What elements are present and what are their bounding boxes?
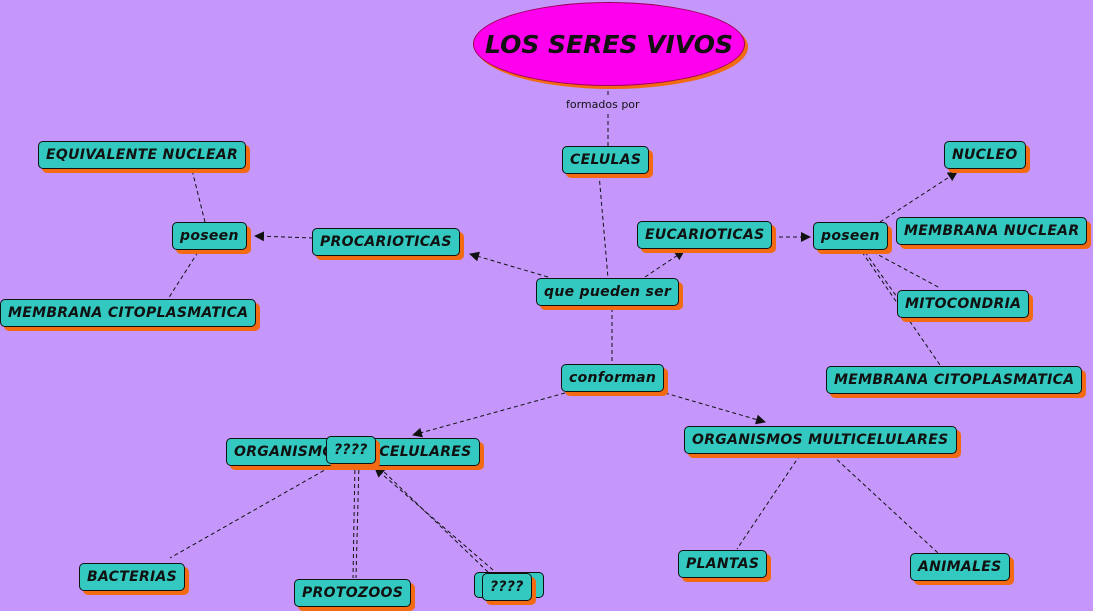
node-equivalente-nuclear[interactable]: EQUIVALENTE NUCLEAR bbox=[38, 141, 247, 169]
node-eucarioticas[interactable]: EUCARIOTICAS bbox=[637, 221, 773, 249]
node-bacterias[interactable]: BACTERIAS bbox=[79, 563, 186, 591]
node-animales[interactable]: ANIMALES bbox=[910, 553, 1010, 581]
root-concept-title-text: LOS SERES VIVOS bbox=[485, 29, 733, 59]
node-conforman[interactable]: conforman bbox=[561, 364, 665, 392]
link-unknown-bottom-b bbox=[379, 467, 489, 573]
link-quepueden-procarioticas bbox=[469, 251, 549, 278]
link-multicelulares-plantas bbox=[736, 454, 801, 550]
node-procarioticas[interactable]: PROCARIOTICAS bbox=[312, 228, 460, 256]
node-nucleo[interactable]: NUCLEO bbox=[944, 141, 1026, 169]
node-plantas[interactable]: PLANTAS bbox=[678, 550, 768, 578]
node-que-pueden-ser[interactable]: que pueden ser bbox=[536, 278, 680, 306]
link-poseen-membranacito bbox=[167, 251, 199, 300]
root-concept-title[interactable]: LOS SERES VIVOS bbox=[473, 2, 745, 86]
node-membrana-citoplasmatica-left[interactable]: MEMBRANA CITOPLASMATICA bbox=[0, 299, 257, 327]
link-label-formados-por: formados por bbox=[566, 98, 640, 111]
link-conforman-unicelulares bbox=[412, 392, 566, 438]
link-poseen-membrananuclear bbox=[872, 251, 941, 289]
link-quepueden-eucarioticas bbox=[644, 250, 685, 278]
node-mitocondria[interactable]: MITOCONDRIA bbox=[897, 290, 1030, 318]
link-poseen-membranacito-right bbox=[861, 251, 941, 366]
node-membrana-nuclear[interactable]: MEMBRANA NUCLEAR bbox=[896, 217, 1088, 245]
node-unknown-top[interactable]: ???? bbox=[326, 436, 376, 464]
link-poseen-mitocondria bbox=[864, 251, 898, 298]
link-poseen-nucleo bbox=[879, 171, 958, 223]
node-organismos-multicelulares[interactable]: ORGANISMOS MULTICELULARES bbox=[684, 426, 957, 454]
node-membrana-citoplasmatica-right[interactable]: MEMBRANA CITOPLASMATICA bbox=[826, 366, 1083, 394]
link-conforman-multicelulares bbox=[664, 392, 766, 425]
link-procarioticas-poseen bbox=[254, 231, 314, 242]
node-poseen-right[interactable]: poseen bbox=[813, 222, 888, 250]
node-protozoos[interactable]: PROTOZOOS bbox=[294, 579, 412, 607]
link-unicelulares-bacterias bbox=[169, 466, 331, 559]
node-poseen-left[interactable]: poseen bbox=[172, 222, 247, 250]
link-unknown-protozoos-b bbox=[355, 462, 360, 579]
node-unknown-bottom[interactable]: ???? bbox=[482, 573, 532, 601]
link-unknown-bottom-a bbox=[374, 467, 494, 571]
node-celulas[interactable]: CELULAS bbox=[562, 146, 650, 174]
link-celulas-quepueden bbox=[598, 173, 609, 279]
link-poseen-equivalente bbox=[191, 169, 206, 223]
link-unknown-protozoos-a bbox=[352, 462, 356, 579]
link-multicelulares-animales bbox=[831, 454, 939, 554]
